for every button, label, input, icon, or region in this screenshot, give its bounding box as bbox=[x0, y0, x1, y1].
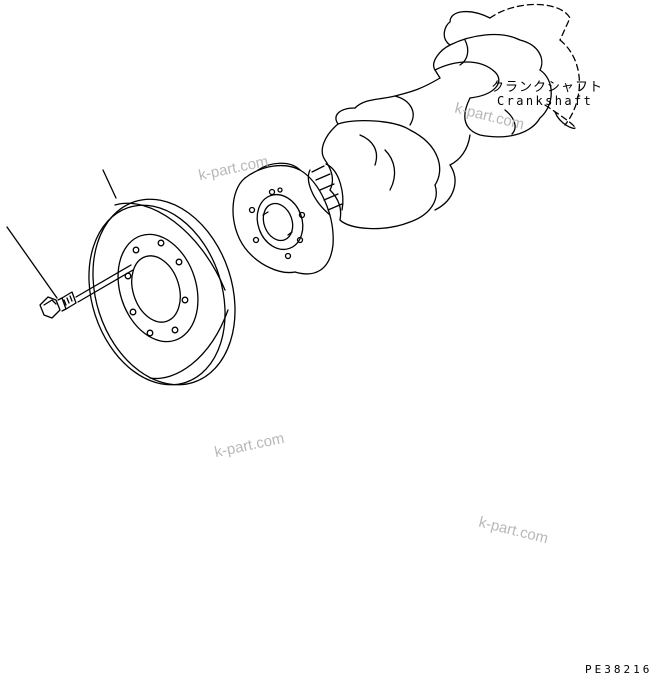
crankshaft-pulley bbox=[232, 162, 334, 275]
damper-disc bbox=[88, 198, 236, 386]
leader-line-bolt bbox=[6, 226, 58, 299]
drawing-number: PE38216 bbox=[585, 663, 653, 676]
bolt bbox=[39, 264, 134, 319]
crankshaft-label-jp: クランクシャフト bbox=[491, 80, 604, 95]
leader-line-disc bbox=[102, 169, 117, 199]
leader-line-crankshaft bbox=[554, 111, 576, 130]
crankshaft-label-en: Crankshaft bbox=[497, 94, 594, 108]
crankshaft bbox=[307, 3, 581, 230]
